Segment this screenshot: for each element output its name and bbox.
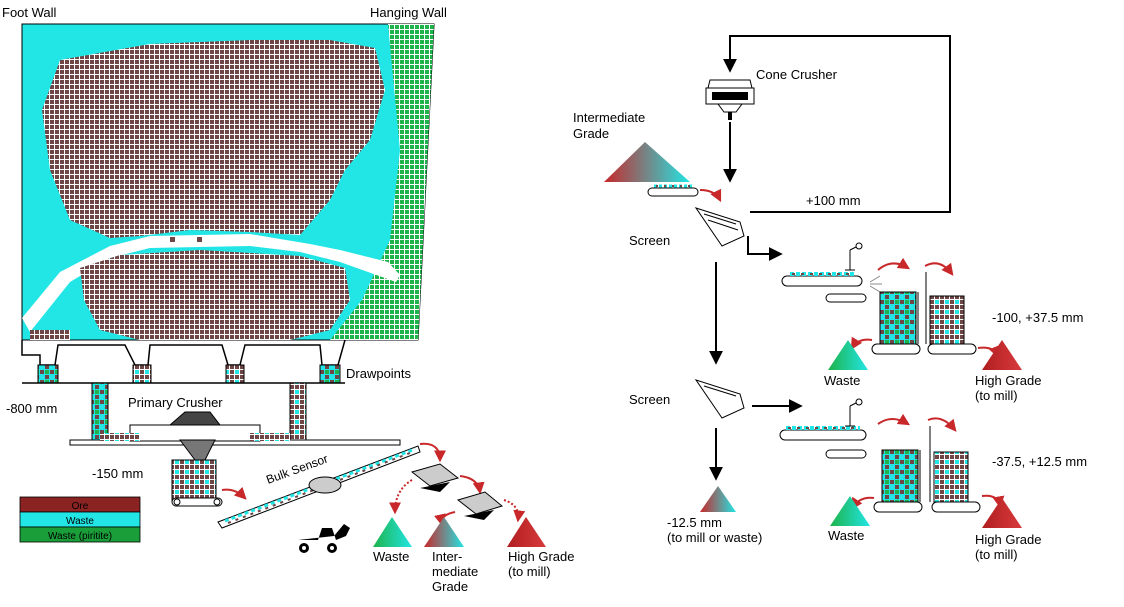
feeder-conveyor (171, 497, 223, 507)
sorter-2-bin-high (933, 451, 969, 503)
loader-vehicle (298, 524, 350, 553)
screen-2-label: Screen (629, 392, 670, 407)
size-150-label: -150 mm (92, 466, 143, 481)
legend-label-waste: Waste (66, 516, 94, 527)
bulk-intermediate-label-1: Inter- (432, 549, 462, 564)
bulk-high-grade-pile (507, 517, 546, 547)
waste-1-label: Waste (824, 373, 860, 388)
legend-swatch-pyrite (19, 526, 141, 543)
sorter-2-bin-low (881, 449, 919, 503)
bulk-intermediate-label-3: Grade (432, 579, 468, 594)
intermediate-grade-label-1: Intermediate (573, 110, 645, 125)
legend: Ore Waste Waste (piritite) (19, 496, 141, 543)
plus100-label: +100 mm (806, 193, 861, 208)
diverter-gate-2 (456, 491, 504, 520)
hanging-wall-label: Hanging Wall (370, 5, 447, 20)
crushed-ore-bin (171, 459, 217, 501)
intermediate-grade-label-2: Grade (573, 126, 609, 141)
fines-label-2: (to mill or waste) (667, 530, 762, 545)
waste-pile-2 (830, 496, 870, 526)
size-800-label: -800 mm (6, 401, 57, 416)
fraction-1-label: -100, +37.5 mm (992, 310, 1083, 325)
orebody-section: Ore Waste Waste (piritite) Foot Wall Han… (2, 5, 574, 594)
high-grade-1-label-1: High Grade (975, 373, 1041, 388)
bulk-waste-pile (373, 517, 412, 547)
drawpoints-label: Drawpoints (346, 366, 412, 381)
primary-crusher-label: Primary Crusher (128, 395, 223, 410)
legend-label-ore: Ore (72, 501, 89, 512)
high-grade-pile-1 (982, 340, 1022, 370)
screen-1-label: Screen (629, 233, 670, 248)
feed-conveyor (647, 184, 699, 197)
ore-zone-lower (80, 250, 350, 340)
high-grade-1-label-2: (to mill) (975, 388, 1018, 403)
diverter-gate-1 (410, 463, 460, 492)
waste-2-label: Waste (828, 528, 864, 543)
primary-crusher-machine (100, 411, 290, 461)
fines-pile (700, 486, 736, 512)
sorter-2 (779, 398, 981, 513)
cone-crusher (705, 79, 755, 120)
screen-2 (694, 379, 745, 419)
bulk-waste-label: Waste (373, 549, 409, 564)
high-grade-2-label-2: (to mill) (975, 547, 1018, 562)
sorter-1 (781, 242, 977, 355)
pyrite-zone (330, 24, 434, 340)
legend-label-pyrite: Waste (piritite) (48, 531, 112, 542)
high-grade-2-label-1: High Grade (975, 532, 1041, 547)
sorting-circuit: Cone Crusher Intermediate Grade +100 mm … (573, 35, 1087, 562)
screen-1 (694, 207, 745, 247)
waste-pile-1 (828, 340, 868, 370)
bulk-high-grade-label-1: High Grade (508, 549, 574, 564)
drawpoint-level (21, 339, 346, 366)
foot-wall-label: Foot Wall (2, 5, 57, 20)
intermediate-feed-pile (604, 142, 690, 182)
bulk-high-grade-label-2: (to mill) (508, 564, 551, 579)
fraction-2-label: -37.5, +12.5 mm (992, 454, 1087, 469)
sorter-1-bin-low (879, 291, 917, 345)
bulk-intermediate-pile (424, 517, 464, 547)
bulk-sensor-conveyor (217, 445, 421, 529)
fines-label-1: -12.5 mm (667, 515, 722, 530)
cone-crusher-label: Cone Crusher (756, 67, 838, 82)
bulk-intermediate-label-2: mediate (432, 564, 478, 579)
high-grade-pile-2 (982, 498, 1022, 528)
ore-zone-upper (42, 40, 385, 238)
sorter-1-bin-high (929, 295, 965, 345)
